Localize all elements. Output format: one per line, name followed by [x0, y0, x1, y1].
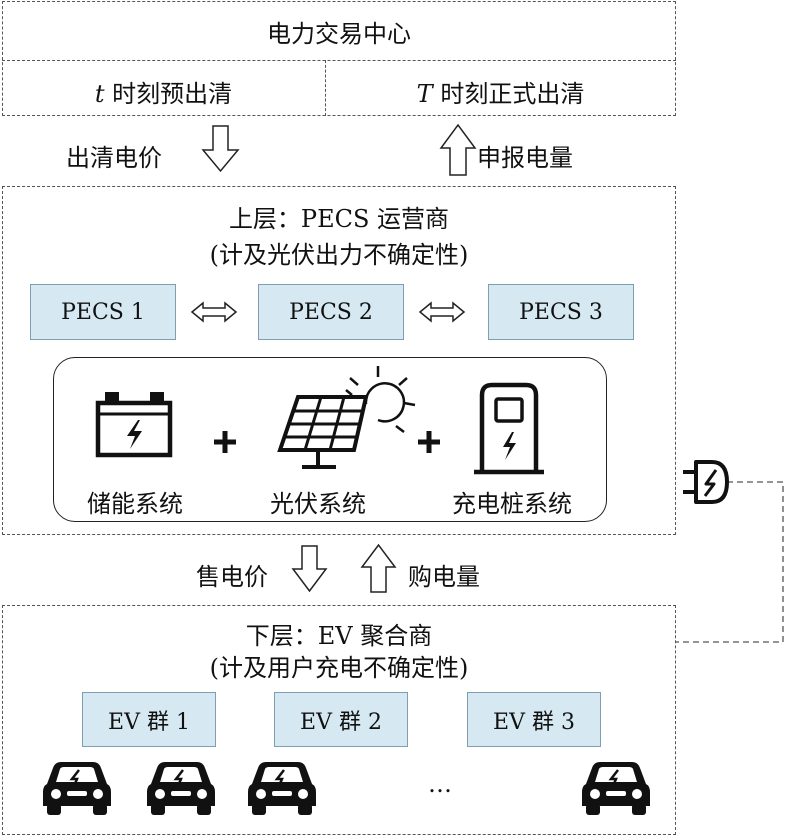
plus-icon-2: [418, 431, 440, 453]
declared-energy-label: 申报电量: [477, 144, 573, 172]
trading-center-title: 电力交易中心: [267, 20, 411, 48]
plus-icon-1: [214, 431, 236, 453]
upper-layer-title: 上层：PECS 运营商: [228, 205, 450, 233]
trading-center-box: [2, 1, 676, 116]
car-icon-2: [145, 760, 217, 817]
sun-icon: [345, 366, 416, 433]
up-arrow-purchase-energy: [360, 543, 397, 593]
solar-panel-icon: [277, 395, 369, 469]
T-variable: T: [416, 80, 433, 108]
plug-icon: [683, 460, 729, 504]
pre-clearing-text: 时刻预出清: [112, 80, 233, 108]
lower-layer-box: [2, 605, 676, 835]
upper-layer-subtitle: (计及光伏出力不确定性): [209, 241, 469, 269]
trading-center-divider: [2, 60, 676, 61]
car-icon-1: [41, 760, 113, 817]
pecs-3-box: PECS 3: [488, 284, 634, 340]
car-icon-3: [246, 760, 318, 817]
formal-clearing-text: 时刻正式出清: [440, 80, 585, 108]
trading-center-split: [325, 60, 326, 116]
ellipsis: …: [428, 770, 452, 798]
double-arrow-2-3: [418, 301, 466, 323]
up-arrow-declared-energy: [439, 123, 477, 176]
clearing-price-label: 出清电价: [66, 144, 162, 172]
upper-layer-box: [2, 186, 676, 535]
ev-group-2-box: EV 群 2: [274, 692, 408, 747]
pecs-1-box: PECS 1: [30, 284, 176, 340]
pre-clearing-label: t 时刻预出清: [2, 74, 325, 109]
lower-layer-title: 下层：EV 聚合商: [245, 622, 433, 650]
down-arrow-sell-price: [291, 545, 328, 593]
down-arrow-clearing-price: [201, 125, 240, 173]
storage-system-label: 储能系统: [87, 490, 183, 518]
sell-price-label: 售电价: [196, 563, 268, 591]
pecs-2-box: PECS 2: [258, 284, 404, 340]
battery-icon: [95, 392, 173, 458]
charging-station-icon: [474, 382, 544, 475]
ev-group-3-box: EV 群 3: [467, 692, 601, 747]
purchase-energy-label: 购电量: [408, 563, 480, 591]
charging-system-label: 充电桩系统: [452, 490, 572, 518]
plug-connector-line: [676, 481, 784, 643]
double-arrow-1-2: [190, 301, 238, 323]
formal-clearing-label: T 时刻正式出清: [325, 74, 676, 109]
components-panel: [53, 357, 607, 522]
car-icon-4: [580, 760, 652, 817]
ev-group-1-box: EV 群 1: [82, 692, 216, 747]
pv-system-label: 光伏系统: [270, 490, 366, 518]
lower-layer-subtitle: (计及用户充电不确定性): [209, 654, 469, 682]
t-variable: t: [94, 80, 105, 108]
